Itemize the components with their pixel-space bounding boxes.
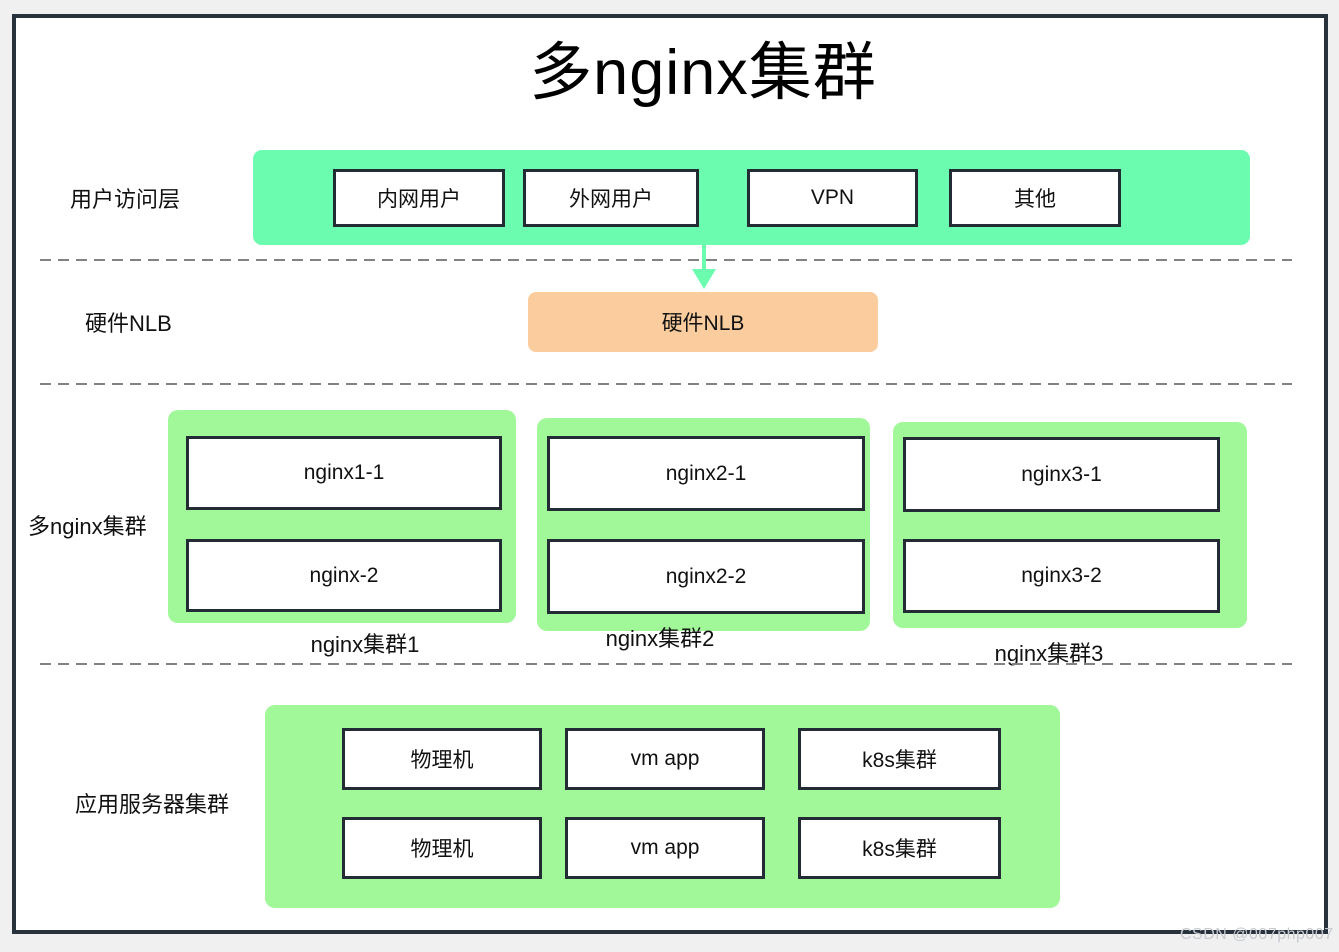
node-k8s-cluster-2: k8s集群	[798, 817, 1001, 879]
node-nginx-2: nginx-2	[186, 539, 502, 612]
layer-label-nginx: 多nginx集群	[28, 514, 147, 539]
node-vm-app-2: vm app	[565, 817, 765, 879]
node-nginx2-2: nginx2-2	[547, 539, 865, 614]
node-hardware-nlb: 硬件NLB	[528, 292, 878, 352]
cluster-caption-3: nginx集群3	[994, 641, 1104, 666]
dashed-divider-2	[40, 383, 1292, 385]
node-vpn: VPN	[747, 169, 918, 227]
node-extranet-users: 外网用户	[523, 169, 699, 227]
node-nginx2-1: nginx2-1	[547, 436, 865, 511]
node-nginx3-1: nginx3-1	[903, 437, 1220, 512]
down-arrow-icon	[692, 269, 716, 289]
node-other: 其他	[949, 169, 1121, 227]
layer-label-access: 用户访问层	[70, 187, 181, 212]
cluster-caption-2: nginx集群2	[605, 626, 715, 651]
watermark: CSDN @007php007	[1180, 926, 1334, 943]
node-vm-app-1: vm app	[565, 728, 765, 790]
down-arrow-line	[702, 240, 706, 271]
layer-label-app-servers: 应用服务器集群	[75, 792, 230, 817]
node-physical-machine-1: 物理机	[342, 728, 542, 790]
node-physical-machine-2: 物理机	[342, 817, 542, 879]
cluster-caption-1: nginx集群1	[310, 632, 420, 657]
node-nginx3-2: nginx3-2	[903, 539, 1220, 613]
dashed-divider-3	[40, 663, 1292, 665]
node-nginx1-1: nginx1-1	[186, 436, 502, 510]
dashed-divider-1	[40, 259, 1292, 261]
node-k8s-cluster-1: k8s集群	[798, 728, 1001, 790]
node-intranet-users: 内网用户	[333, 169, 505, 227]
layer-label-nlb: 硬件NLB	[85, 311, 172, 336]
page-title: 多nginx集群	[529, 38, 877, 108]
